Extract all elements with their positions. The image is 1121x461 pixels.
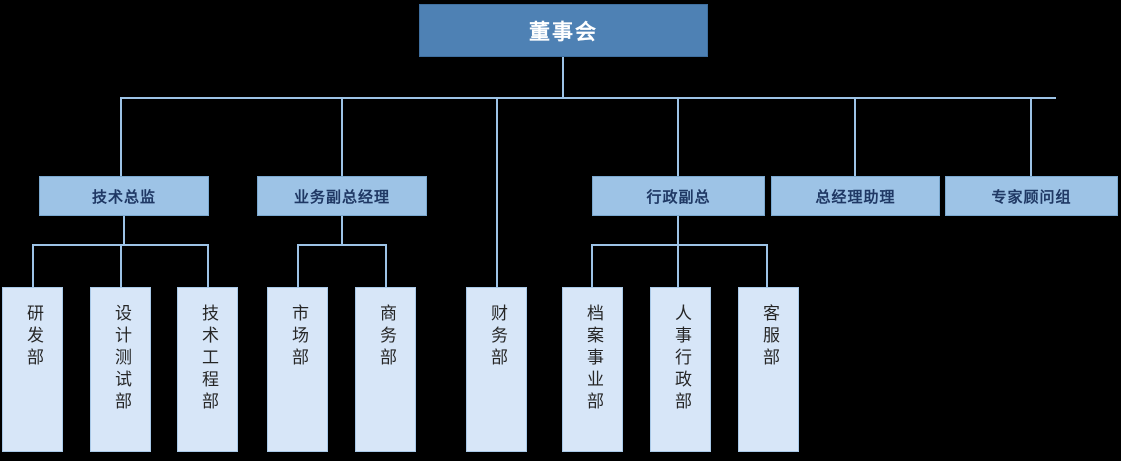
node-label: 总经理助理 (815, 187, 896, 206)
node-label: 研发部 (23, 304, 43, 370)
connector-business-vp-stem (341, 216, 343, 245)
node-business-vp[interactable]: 业务副总经理 (257, 176, 427, 216)
connector-to-archive-dept (591, 244, 593, 287)
node-label: 设计测试部 (111, 304, 131, 414)
node-label: 客服部 (759, 304, 779, 370)
connector-main-bus (120, 97, 1056, 99)
connector-to-tech-engineering-dept (207, 244, 209, 287)
node-label: 专家顾问组 (991, 187, 1072, 206)
node-label: 人事行政部 (671, 304, 691, 414)
connector-to-design-test-dept (120, 244, 122, 287)
node-board-of-directors[interactable]: 董事会 (419, 4, 708, 57)
node-label: 业务副总经理 (293, 187, 390, 206)
connector-bus-to-tech-director (120, 97, 122, 176)
node-rd-dept[interactable]: 研发部 (2, 287, 63, 452)
connector-bus-to-finance-dept (496, 97, 498, 287)
node-commerce-dept[interactable]: 商务部 (355, 287, 416, 452)
node-admin-vp[interactable]: 行政副总 (592, 176, 765, 216)
connector-bus-to-business-vp (341, 97, 343, 176)
connector-tech-director-stem (123, 216, 125, 245)
connector-to-marketing-dept (297, 244, 299, 287)
node-label: 行政副总 (646, 187, 711, 206)
node-label: 董事会 (529, 19, 598, 44)
node-finance-dept[interactable]: 财务部 (466, 287, 527, 452)
node-hr-admin-dept[interactable]: 人事行政部 (650, 287, 711, 452)
connector-business-vp-bus (297, 244, 386, 246)
node-label: 市场部 (288, 304, 308, 370)
node-design-test-dept[interactable]: 设计测试部 (90, 287, 151, 452)
node-marketing-dept[interactable]: 市场部 (267, 287, 328, 452)
connector-bus-to-admin-vp (677, 97, 679, 176)
node-label: 档案事业部 (583, 304, 603, 414)
node-archive-dept[interactable]: 档案事业部 (562, 287, 623, 452)
node-label: 财务部 (487, 304, 507, 370)
node-label: 技术总监 (91, 187, 156, 206)
connector-to-hr-admin-dept (677, 244, 679, 287)
node-label: 技术工程部 (198, 304, 218, 414)
connector-board-stem (562, 57, 564, 98)
connector-bus-to-gm-assistant (854, 97, 856, 176)
node-label: 商务部 (376, 304, 396, 370)
connector-admin-vp-bus (591, 244, 768, 246)
node-gm-assistant[interactable]: 总经理助理 (771, 176, 940, 216)
node-tech-engineering-dept[interactable]: 技术工程部 (177, 287, 238, 452)
node-expert-advisory-group[interactable]: 专家顾问组 (945, 176, 1118, 216)
node-customer-service-dept[interactable]: 客服部 (738, 287, 799, 452)
connector-to-customer-service-dept (766, 244, 768, 287)
connector-bus-to-expert-group (1030, 97, 1032, 176)
connector-to-rd-dept (32, 244, 34, 287)
connector-admin-vp-stem (677, 216, 679, 245)
node-tech-director[interactable]: 技术总监 (39, 176, 209, 216)
connector-to-commerce-dept (385, 244, 387, 287)
